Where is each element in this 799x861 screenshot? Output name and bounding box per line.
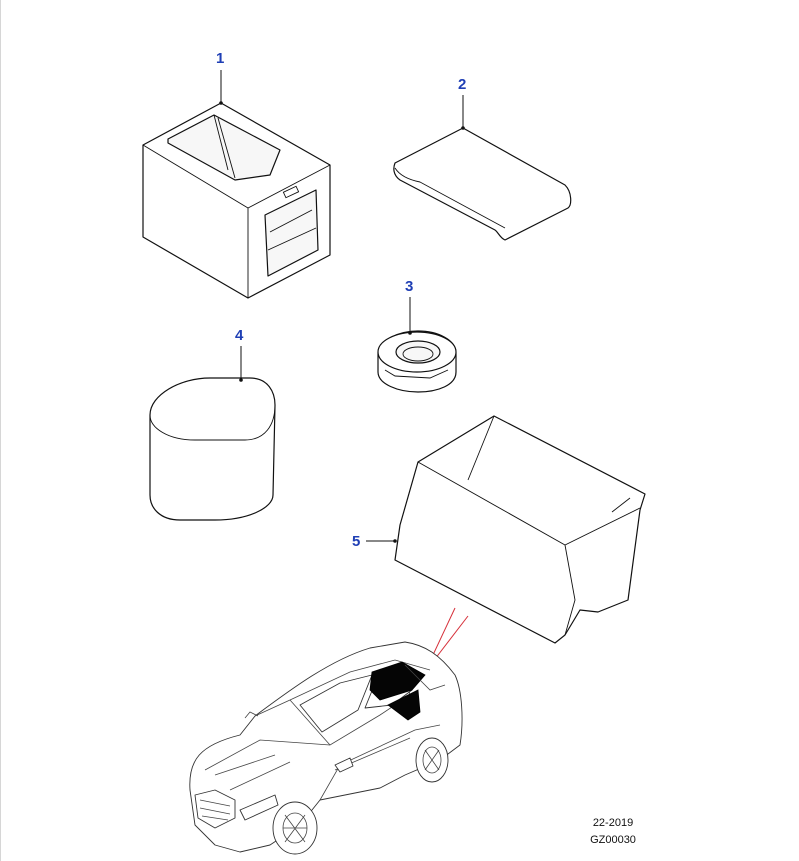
callout-2: 2	[458, 76, 466, 130]
diagram-code: GZ00030	[590, 834, 636, 846]
part-3-ring[interactable]	[377, 330, 457, 393]
diagram-date: 22-2019	[592, 817, 634, 829]
callout-4-label: 4	[235, 327, 244, 344]
part-5-liner[interactable]	[394, 415, 646, 644]
callout-5-label: 5	[352, 533, 360, 550]
callout-3: 3	[405, 278, 413, 335]
part-1-storage-box[interactable]	[142, 102, 331, 299]
callout-4: 4	[235, 327, 244, 382]
vehicle-locator-illustration	[189, 641, 463, 855]
part-4-bin[interactable]	[149, 377, 276, 521]
callout-2-label: 2	[458, 76, 466, 93]
callout-1-label: 1	[216, 50, 224, 67]
callout-1: 1	[216, 50, 224, 105]
callout-3-label: 3	[405, 278, 413, 295]
part-2-pad[interactable]	[393, 127, 572, 241]
callout-5: 5	[352, 533, 397, 550]
